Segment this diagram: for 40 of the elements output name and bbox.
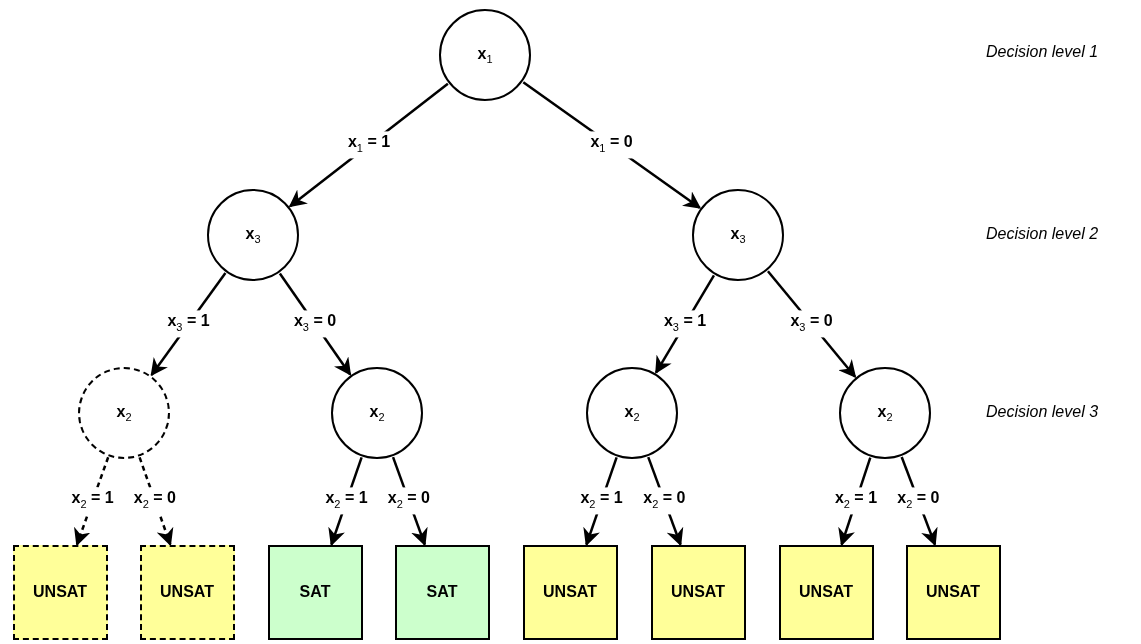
- node-label: x$_{1}$: [477, 44, 493, 66]
- result-box: [522, 544, 618, 640]
- result-box: [139, 544, 235, 640]
- edge-label: x$_{1}$ = 0: [589, 131, 634, 159]
- result-box: [267, 544, 363, 640]
- node-label: SAT: [426, 583, 458, 601]
- edge-label: x$_{3}$ = 0: [292, 310, 338, 338]
- edge-label: x$_{2}$ = 1: [70, 487, 115, 515]
- result-box: [12, 544, 108, 640]
- node-label: UNSAT: [926, 583, 980, 601]
- edge-label: x$_{2}$ = 0: [642, 487, 687, 515]
- node-label: x$_{3}$: [730, 224, 746, 246]
- result-box: [905, 544, 1001, 640]
- level-label: Decision level 2: [986, 225, 1099, 243]
- node-label: UNSAT: [33, 583, 87, 601]
- level-label: Decision level 3: [986, 403, 1099, 421]
- edge-label: x$_{2}$ = 1: [579, 487, 624, 515]
- node-label: x$_{2}$: [877, 402, 893, 424]
- result-box: [778, 544, 874, 640]
- result-box: [650, 544, 746, 640]
- node-label: x$_{2}$: [624, 402, 640, 424]
- node-label: x$_{2}$: [369, 402, 385, 424]
- node-label: UNSAT: [543, 583, 597, 601]
- edge-label: x$_{2}$ = 0: [386, 487, 431, 515]
- edge-label: x$_{1}$ = 1: [346, 131, 392, 159]
- result-box: [394, 544, 490, 640]
- edge-label: x$_{3}$ = 1: [166, 310, 211, 338]
- edge-label: x$_{2}$ = 0: [132, 487, 177, 515]
- node-label: UNSAT: [671, 583, 725, 601]
- level-label: Decision level 1: [986, 43, 1099, 61]
- edge-label: x$_{3}$ = 1: [662, 310, 708, 338]
- node-label: UNSAT: [160, 583, 214, 601]
- node-label: x$_{2}$: [116, 402, 132, 424]
- edge-label: x$_{2}$ = 1: [324, 487, 369, 515]
- node-label: x$_{3}$: [245, 224, 261, 246]
- edge-label: x$_{2}$ = 1: [833, 487, 879, 515]
- node-label: SAT: [299, 583, 331, 601]
- edge-label: x$_{2}$ = 0: [896, 487, 941, 515]
- node-label: UNSAT: [799, 583, 853, 601]
- edge-label: x$_{3}$ = 0: [789, 310, 834, 338]
